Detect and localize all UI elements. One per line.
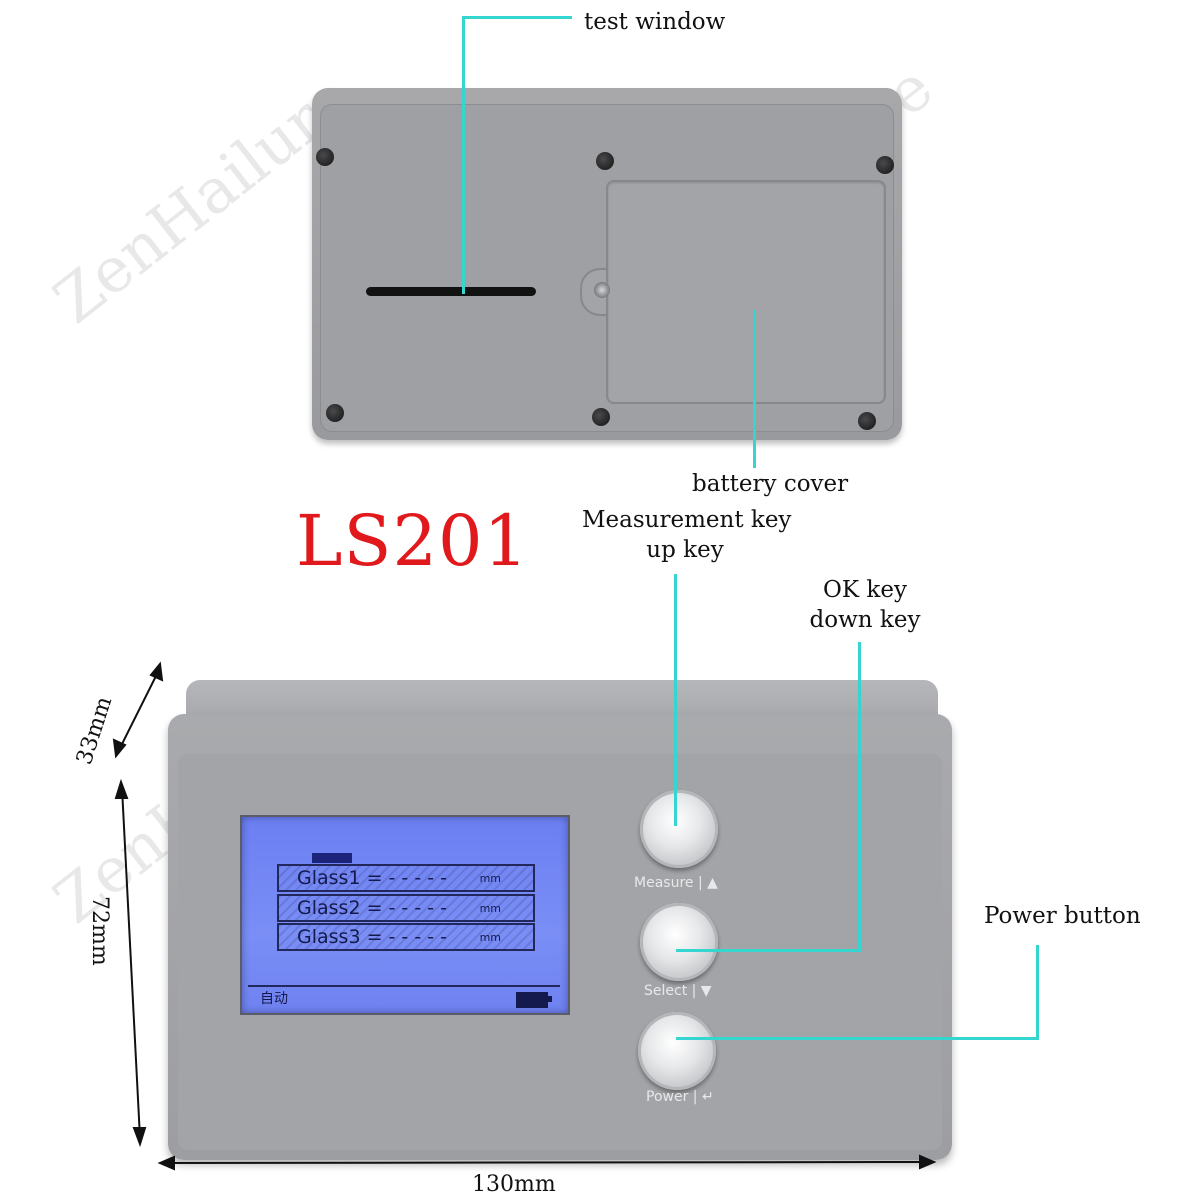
label-test-window: test window xyxy=(584,9,726,35)
screw-icon xyxy=(876,156,894,174)
lcd-screen xyxy=(240,815,570,1015)
measure-button[interactable] xyxy=(640,790,718,868)
lcd-row-glass1: Glass1 = - - - - - mm xyxy=(277,864,535,892)
cover-screw-icon xyxy=(594,282,610,298)
label-measurement-key-line1: Measurement key xyxy=(582,507,792,533)
power-button[interactable] xyxy=(638,1012,716,1090)
label-measurement-key: Measurement key up key xyxy=(582,506,792,566)
lcd-row-unit: mm xyxy=(479,872,501,885)
lcd-row-text: Glass1 = - - - - - xyxy=(297,867,447,889)
label-power-button: Power button xyxy=(984,903,1141,929)
test-window-slot xyxy=(366,287,536,296)
callout-line-power-h xyxy=(676,1037,1039,1040)
label-down-key: down key xyxy=(809,606,921,633)
callout-line-ok xyxy=(858,642,861,952)
select-button-label: Select | ▼ xyxy=(644,983,712,999)
arrow-head-icon xyxy=(157,1155,175,1171)
callout-line-test-window xyxy=(462,16,465,294)
screw-icon xyxy=(592,408,610,426)
label-ok-key: OK key down key xyxy=(800,576,930,636)
battery-cover xyxy=(606,180,886,404)
height-dimension-line xyxy=(121,787,141,1139)
width-label: 130mm xyxy=(472,1172,556,1197)
screw-icon xyxy=(326,404,344,422)
model-name: LS201 xyxy=(296,500,530,582)
lcd-divider xyxy=(248,985,560,987)
width-dimension-line xyxy=(165,1161,929,1164)
lcd-row-glass2: Glass2 = - - - - - mm xyxy=(277,894,535,922)
lcd-row-unit: mm xyxy=(479,902,501,915)
arrow-head-icon xyxy=(919,1154,937,1170)
lcd-selection-tab xyxy=(312,853,352,863)
label-ok-key-line1: OK key xyxy=(823,577,907,603)
label-up-key: up key xyxy=(646,536,724,563)
arrow-head-icon xyxy=(132,1127,147,1148)
callout-line-power xyxy=(1036,945,1039,1040)
lcd-row-glass3: Glass3 = - - - - - mm xyxy=(277,923,535,951)
callout-line-ok-h xyxy=(676,949,861,952)
callout-line-battery-cover xyxy=(753,310,756,468)
battery-icon xyxy=(516,992,548,1008)
lcd-row-unit: mm xyxy=(479,931,501,944)
lcd-row-text: Glass3 = - - - - - xyxy=(297,926,447,948)
callout-line-test-window-h xyxy=(462,16,572,19)
arrow-head-icon xyxy=(114,778,129,799)
height-label: 72mm xyxy=(87,896,112,966)
measure-button-label: Measure | ▲ xyxy=(634,875,718,891)
lcd-mode-label: 自动 xyxy=(260,991,288,1007)
lcd-row-text: Glass2 = - - - - - xyxy=(297,897,447,919)
select-button[interactable] xyxy=(640,903,718,981)
screw-icon xyxy=(858,412,876,430)
arrow-head-icon xyxy=(149,661,164,682)
battery-icon-tip xyxy=(548,996,552,1002)
callout-line-measurement xyxy=(674,574,677,826)
power-button-label: Power | ↵ xyxy=(646,1089,714,1105)
screw-icon xyxy=(596,152,614,170)
depth-dimension-line xyxy=(117,667,161,753)
screw-icon xyxy=(316,148,334,166)
label-battery-cover: battery cover xyxy=(692,471,849,497)
arrow-head-icon xyxy=(112,738,127,759)
